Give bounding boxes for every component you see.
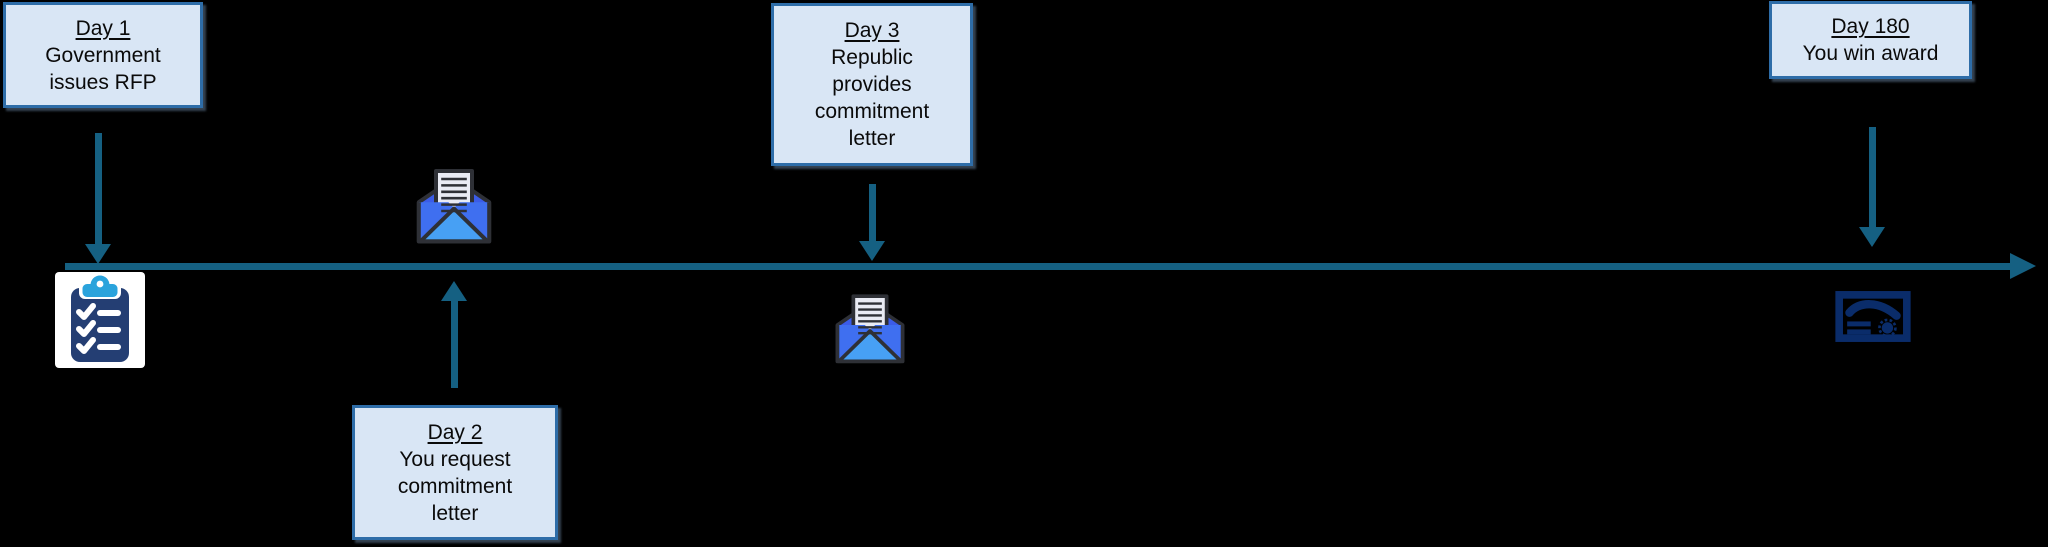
arrow-head-down-icon xyxy=(85,244,111,264)
event-day-label: Day 180 xyxy=(1831,15,1910,38)
connector-arrow-down-day-3 xyxy=(859,184,885,261)
event-day-label: Day 2 xyxy=(427,420,483,444)
certificate-award-icon xyxy=(1835,289,1911,344)
event-box-day-3: Day 3 Republic provides commitment lette… xyxy=(771,3,973,166)
event-box-day-1: Day 1 Government issues RFP xyxy=(3,2,203,108)
arrow-head-down-icon xyxy=(859,241,885,261)
event-description: You win award xyxy=(1802,42,1939,65)
arrow-head-up-icon xyxy=(441,281,467,301)
clipboard-checklist-icon xyxy=(55,272,145,368)
event-day-label: Day 3 xyxy=(844,19,900,42)
arrow-head-down-icon xyxy=(1859,227,1885,247)
event-description: Government issues RFP xyxy=(45,43,161,94)
open-envelope-letter-icon xyxy=(833,291,907,368)
timeline-axis-arrowhead-icon xyxy=(2010,253,2036,279)
connector-arrow-up-day-2 xyxy=(441,281,467,388)
connector-arrow-down-day-180 xyxy=(1859,127,1885,247)
event-box-day-180: Day 180 You win award xyxy=(1769,1,1972,79)
connector-arrow-down-day-1 xyxy=(85,133,111,264)
event-day-label: Day 1 xyxy=(75,16,131,40)
timeline-axis-line xyxy=(65,263,2013,270)
event-description: You request commitment letter xyxy=(397,447,513,525)
open-envelope-letter-icon xyxy=(414,166,494,248)
event-box-day-2: Day 2 You request commitment letter xyxy=(352,405,558,540)
event-description: Republic provides commitment letter xyxy=(814,46,930,150)
